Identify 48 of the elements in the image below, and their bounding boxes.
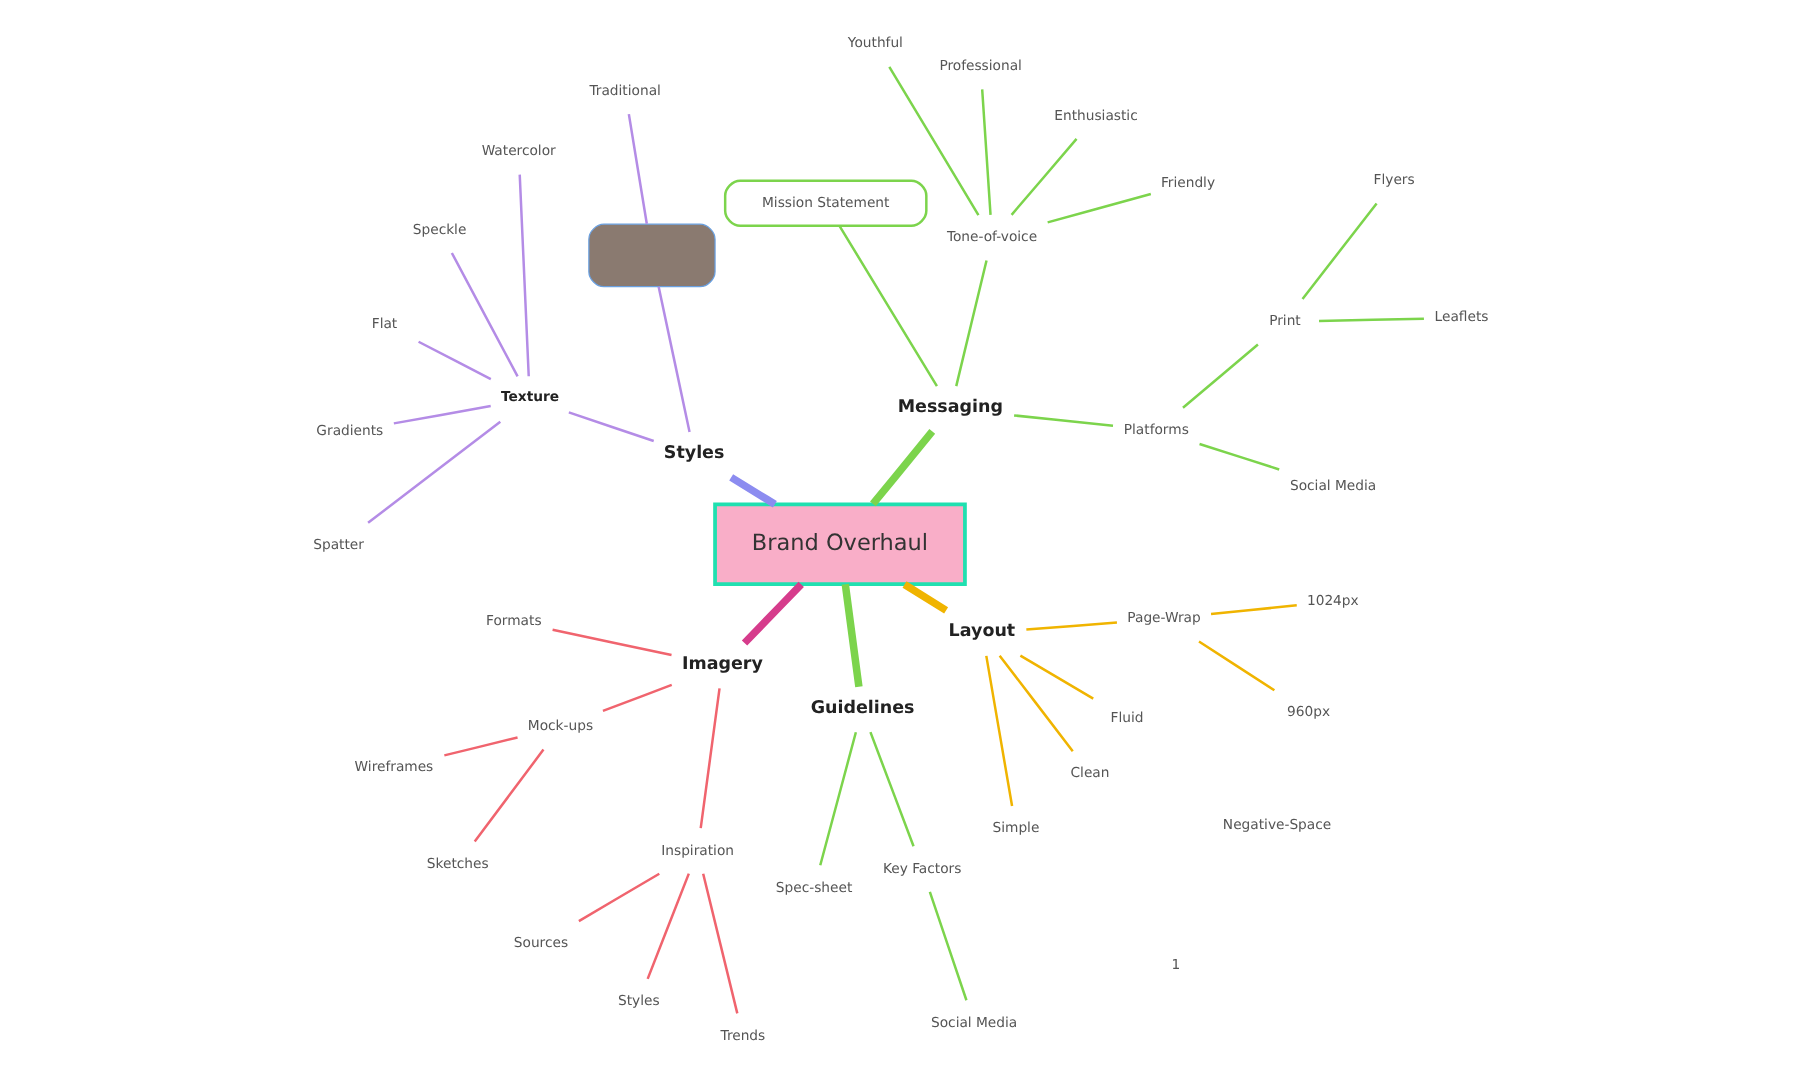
connector: [698, 688, 720, 829]
connector: [656, 286, 690, 433]
connector: [517, 174, 529, 377]
connector: [868, 731, 914, 847]
node-text: Imagery: [680, 655, 762, 676]
connector: [1025, 621, 1117, 631]
connector: [954, 260, 987, 387]
connector: [1209, 604, 1296, 616]
connector: [1009, 138, 1077, 216]
connector: [700, 873, 738, 1014]
connector: [577, 872, 659, 923]
connector: [1018, 654, 1093, 700]
connector: [837, 225, 937, 387]
connector: [1197, 640, 1275, 692]
node-text: Messaging: [896, 398, 1002, 419]
connector: [472, 748, 544, 843]
node-text: Guidelines: [809, 699, 914, 720]
connector: [887, 66, 979, 216]
node-text: Layout: [947, 622, 1015, 643]
connector: [443, 736, 517, 757]
connector: [551, 628, 671, 657]
node-box: Brand Overhaul: [712, 502, 966, 587]
connector: [997, 654, 1073, 752]
connector: [366, 420, 501, 524]
connector: [601, 683, 672, 713]
connector: [984, 655, 1013, 807]
connector: [740, 581, 803, 646]
connector: [567, 411, 654, 443]
node-text: Styles: [662, 444, 724, 465]
connector: [645, 873, 689, 980]
connector: [449, 252, 518, 377]
connector: [869, 429, 935, 507]
connector: [417, 340, 491, 381]
connector: [979, 89, 991, 216]
connector: [728, 474, 776, 508]
connector: [1012, 414, 1113, 427]
connector: [901, 581, 948, 614]
connector: [1046, 192, 1151, 224]
connector: [392, 404, 490, 425]
connector: [626, 113, 648, 224]
connector: [1181, 343, 1258, 409]
connector: [927, 891, 967, 1001]
connector: [818, 731, 857, 866]
connector: [840, 583, 862, 688]
connector: [1300, 202, 1377, 300]
connector: [1198, 442, 1279, 471]
connector: [1318, 317, 1423, 323]
node-box: [587, 223, 715, 288]
